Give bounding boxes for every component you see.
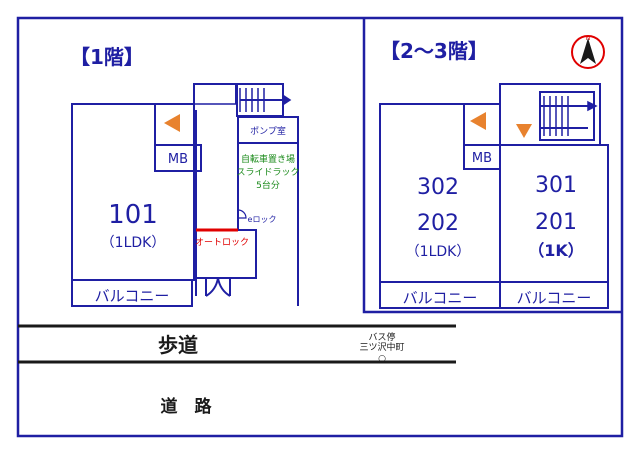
unit-right-type: （1K） [528, 241, 584, 260]
sidewalk-label: 歩道 [158, 333, 198, 357]
entrance-arrow-1f [164, 114, 180, 132]
bus-stop-name: 三ツ沢中町 [359, 341, 404, 353]
e-lock-door-icon [237, 209, 247, 219]
mb-box-2f [463, 144, 501, 170]
upper-floor-frame [362, 18, 622, 314]
entrance-arrow-2f [470, 112, 486, 130]
unit-202-number: 202 [417, 211, 459, 236]
bus-stop-label: バス停 [368, 331, 395, 343]
floor23-heading: 【2～3階】 [380, 39, 488, 63]
balcony-label-1f: バルコニー [95, 287, 170, 305]
unit-101-number: 101 [108, 200, 158, 230]
bicycle-label-3: 5台分 [256, 179, 280, 191]
unit-101-type: （1LDK） [101, 235, 166, 251]
unit-101-room [71, 103, 195, 281]
balcony-label-right: バルコニー [517, 289, 592, 307]
floor23-walls [379, 83, 609, 309]
bicycle-label-2: スライドラック [236, 167, 299, 178]
unit-302-number: 302 [417, 175, 459, 200]
unit-301-number: 301 [535, 173, 577, 198]
auto-lock-label: オートロック [195, 237, 249, 248]
mb-box-1f [154, 144, 202, 172]
bus-stop-marker: ○ [378, 354, 386, 364]
entrance-arrow-down-2f [516, 124, 532, 138]
outer-frame [16, 16, 624, 438]
road-label: 道 路 [161, 396, 213, 417]
mb-label-2f: MB [472, 151, 492, 166]
floor1-walls [71, 83, 299, 307]
floor1-heading: 【1階】 [70, 45, 144, 69]
compass-icon: N [571, 35, 605, 69]
pump-room-label: ポンプ室 [250, 125, 286, 137]
balcony-right [499, 281, 609, 309]
unit-201-number: 201 [535, 210, 577, 235]
mb-label-1f: MB [168, 152, 188, 167]
stairs-1f [239, 88, 292, 112]
balcony-1f [71, 279, 193, 307]
bicycle-label-1: 自転車置き場 [241, 153, 295, 165]
e-lock-label: eロック [248, 215, 277, 224]
svg-text:N: N [586, 35, 591, 42]
unit-left-type: （1LDK） [406, 244, 471, 260]
stairs-2f [540, 96, 598, 136]
balcony-label-left: バルコニー [403, 289, 478, 307]
